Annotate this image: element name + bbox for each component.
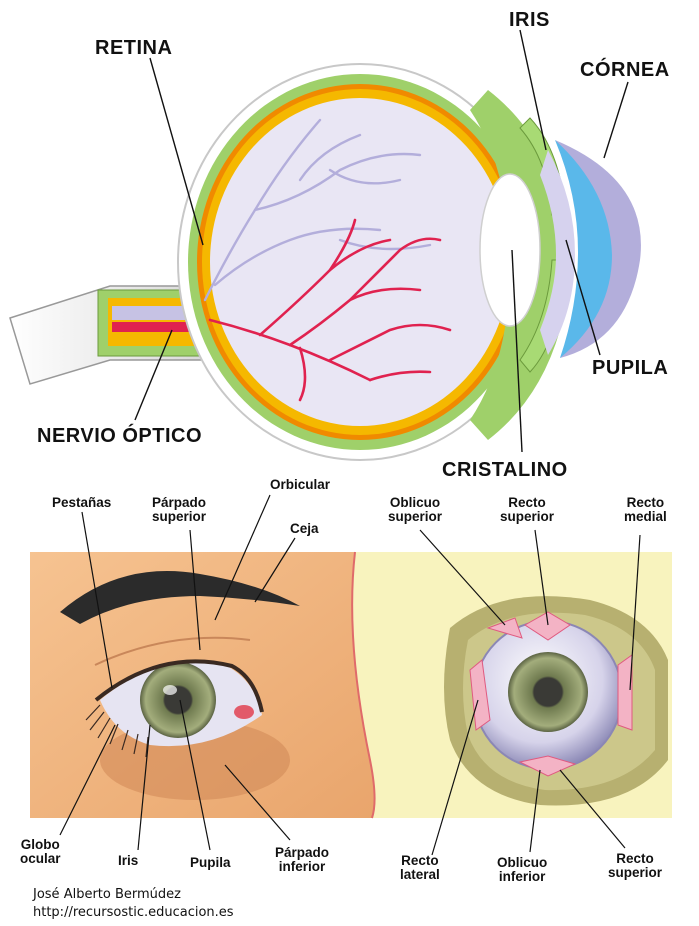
label-recto-superior-bottom: Recto superior bbox=[608, 852, 662, 880]
label-oblicuo-inferior: Oblicuo inferior bbox=[497, 856, 547, 884]
orbit-panel bbox=[352, 552, 672, 818]
iris bbox=[140, 662, 216, 738]
label-iris-bottom: Iris bbox=[118, 854, 138, 868]
pupil-highlight bbox=[163, 685, 177, 695]
external-eye-panel bbox=[30, 552, 375, 818]
label-pupila-top: PUPILA bbox=[592, 358, 668, 379]
credit-url[interactable]: http://recursostic.educacion.es bbox=[33, 904, 234, 922]
label-retina: RETINA bbox=[95, 38, 172, 59]
globe-iris bbox=[508, 652, 588, 732]
label-recto-lateral: Recto lateral bbox=[400, 854, 440, 882]
label-oblicuo-superior: Oblicuo superior bbox=[388, 496, 442, 524]
label-pestanas: Pestañas bbox=[52, 496, 111, 510]
label-iris-top: IRIS bbox=[509, 10, 550, 31]
caruncle bbox=[234, 705, 254, 719]
label-globo-ocular: Globo ocular bbox=[20, 838, 61, 866]
crystalline-lens bbox=[480, 174, 540, 326]
label-cornea: CÓRNEA bbox=[580, 60, 670, 81]
eye-cross-section bbox=[10, 64, 641, 460]
label-ceja: Ceja bbox=[290, 522, 319, 536]
vitreous-body bbox=[210, 98, 510, 426]
medial-rectus bbox=[618, 655, 632, 730]
label-cristalino: CRISTALINO bbox=[442, 460, 568, 481]
label-parpado-superior: Párpado superior bbox=[152, 496, 206, 524]
label-orbicular: Orbicular bbox=[270, 478, 330, 492]
label-nervio-optico: NERVIO ÓPTICO bbox=[37, 426, 202, 447]
label-pupila-bottom: Pupila bbox=[190, 856, 231, 870]
credit-author: José Alberto Bermúdez bbox=[33, 886, 181, 904]
label-recto-medial: Recto medial bbox=[624, 496, 667, 524]
label-recto-superior-top: Recto superior bbox=[500, 496, 554, 524]
label-parpado-inferior: Párpado inferior bbox=[275, 846, 329, 874]
